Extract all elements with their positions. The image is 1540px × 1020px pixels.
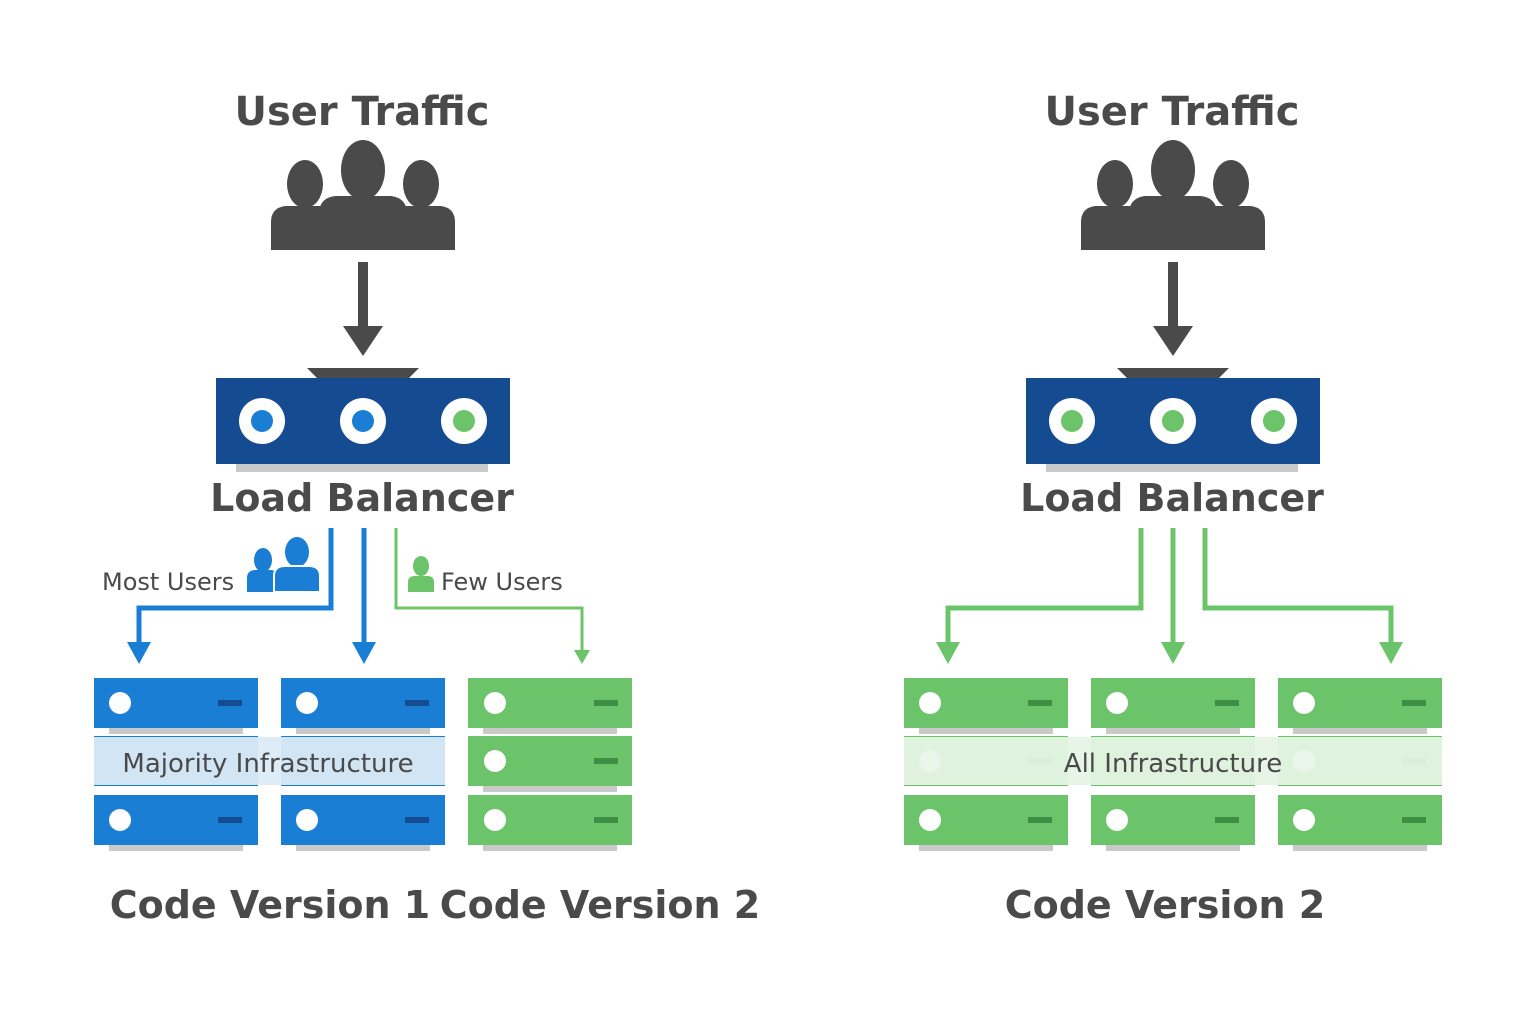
left-load-balancer-icon [216,368,510,472]
left-code-version-1-label: Code Version 1 [110,883,431,927]
right-route-left [936,528,1144,664]
most-users-label: Most Users [102,568,234,596]
left-users-group-icon [271,140,455,255]
right-user-traffic-label: User Traffic [1045,89,1300,135]
left-code-version-2-label: Code Version 2 [440,883,761,927]
right-load-balancer-label: Load Balancer [1020,476,1324,520]
left-load-balancer-label: Load Balancer [210,476,514,520]
right-route-right [1202,528,1403,664]
all-overlay-faded-details [919,750,1426,772]
right-route-center [1161,528,1185,664]
left-diagram: User Traffic Lo [94,89,760,927]
left-route-most-users [127,528,334,664]
all-infrastructure-label: All Infrastructure [1064,749,1282,779]
all-overlay [904,737,1442,785]
left-route-few-users [394,528,590,664]
left-route-center [352,528,376,664]
few-users-person-icon [408,556,434,592]
left-user-traffic-label: User Traffic [235,89,490,135]
majority-infrastructure-label: Majority Infrastructure [122,749,413,779]
right-load-balancer-icon [1026,368,1320,472]
left-server-stack-3 [468,678,632,851]
few-users-label: Few Users [441,568,563,596]
right-users-group-icon [1081,140,1265,255]
right-traffic-arrow [1153,262,1193,356]
right-diagram: User Traffic Load Balancer [904,89,1442,927]
right-code-version-2-label: Code Version 2 [1005,883,1326,927]
most-users-person-icon [247,537,321,593]
left-traffic-arrow [343,262,383,356]
majority-overlay [94,737,445,785]
